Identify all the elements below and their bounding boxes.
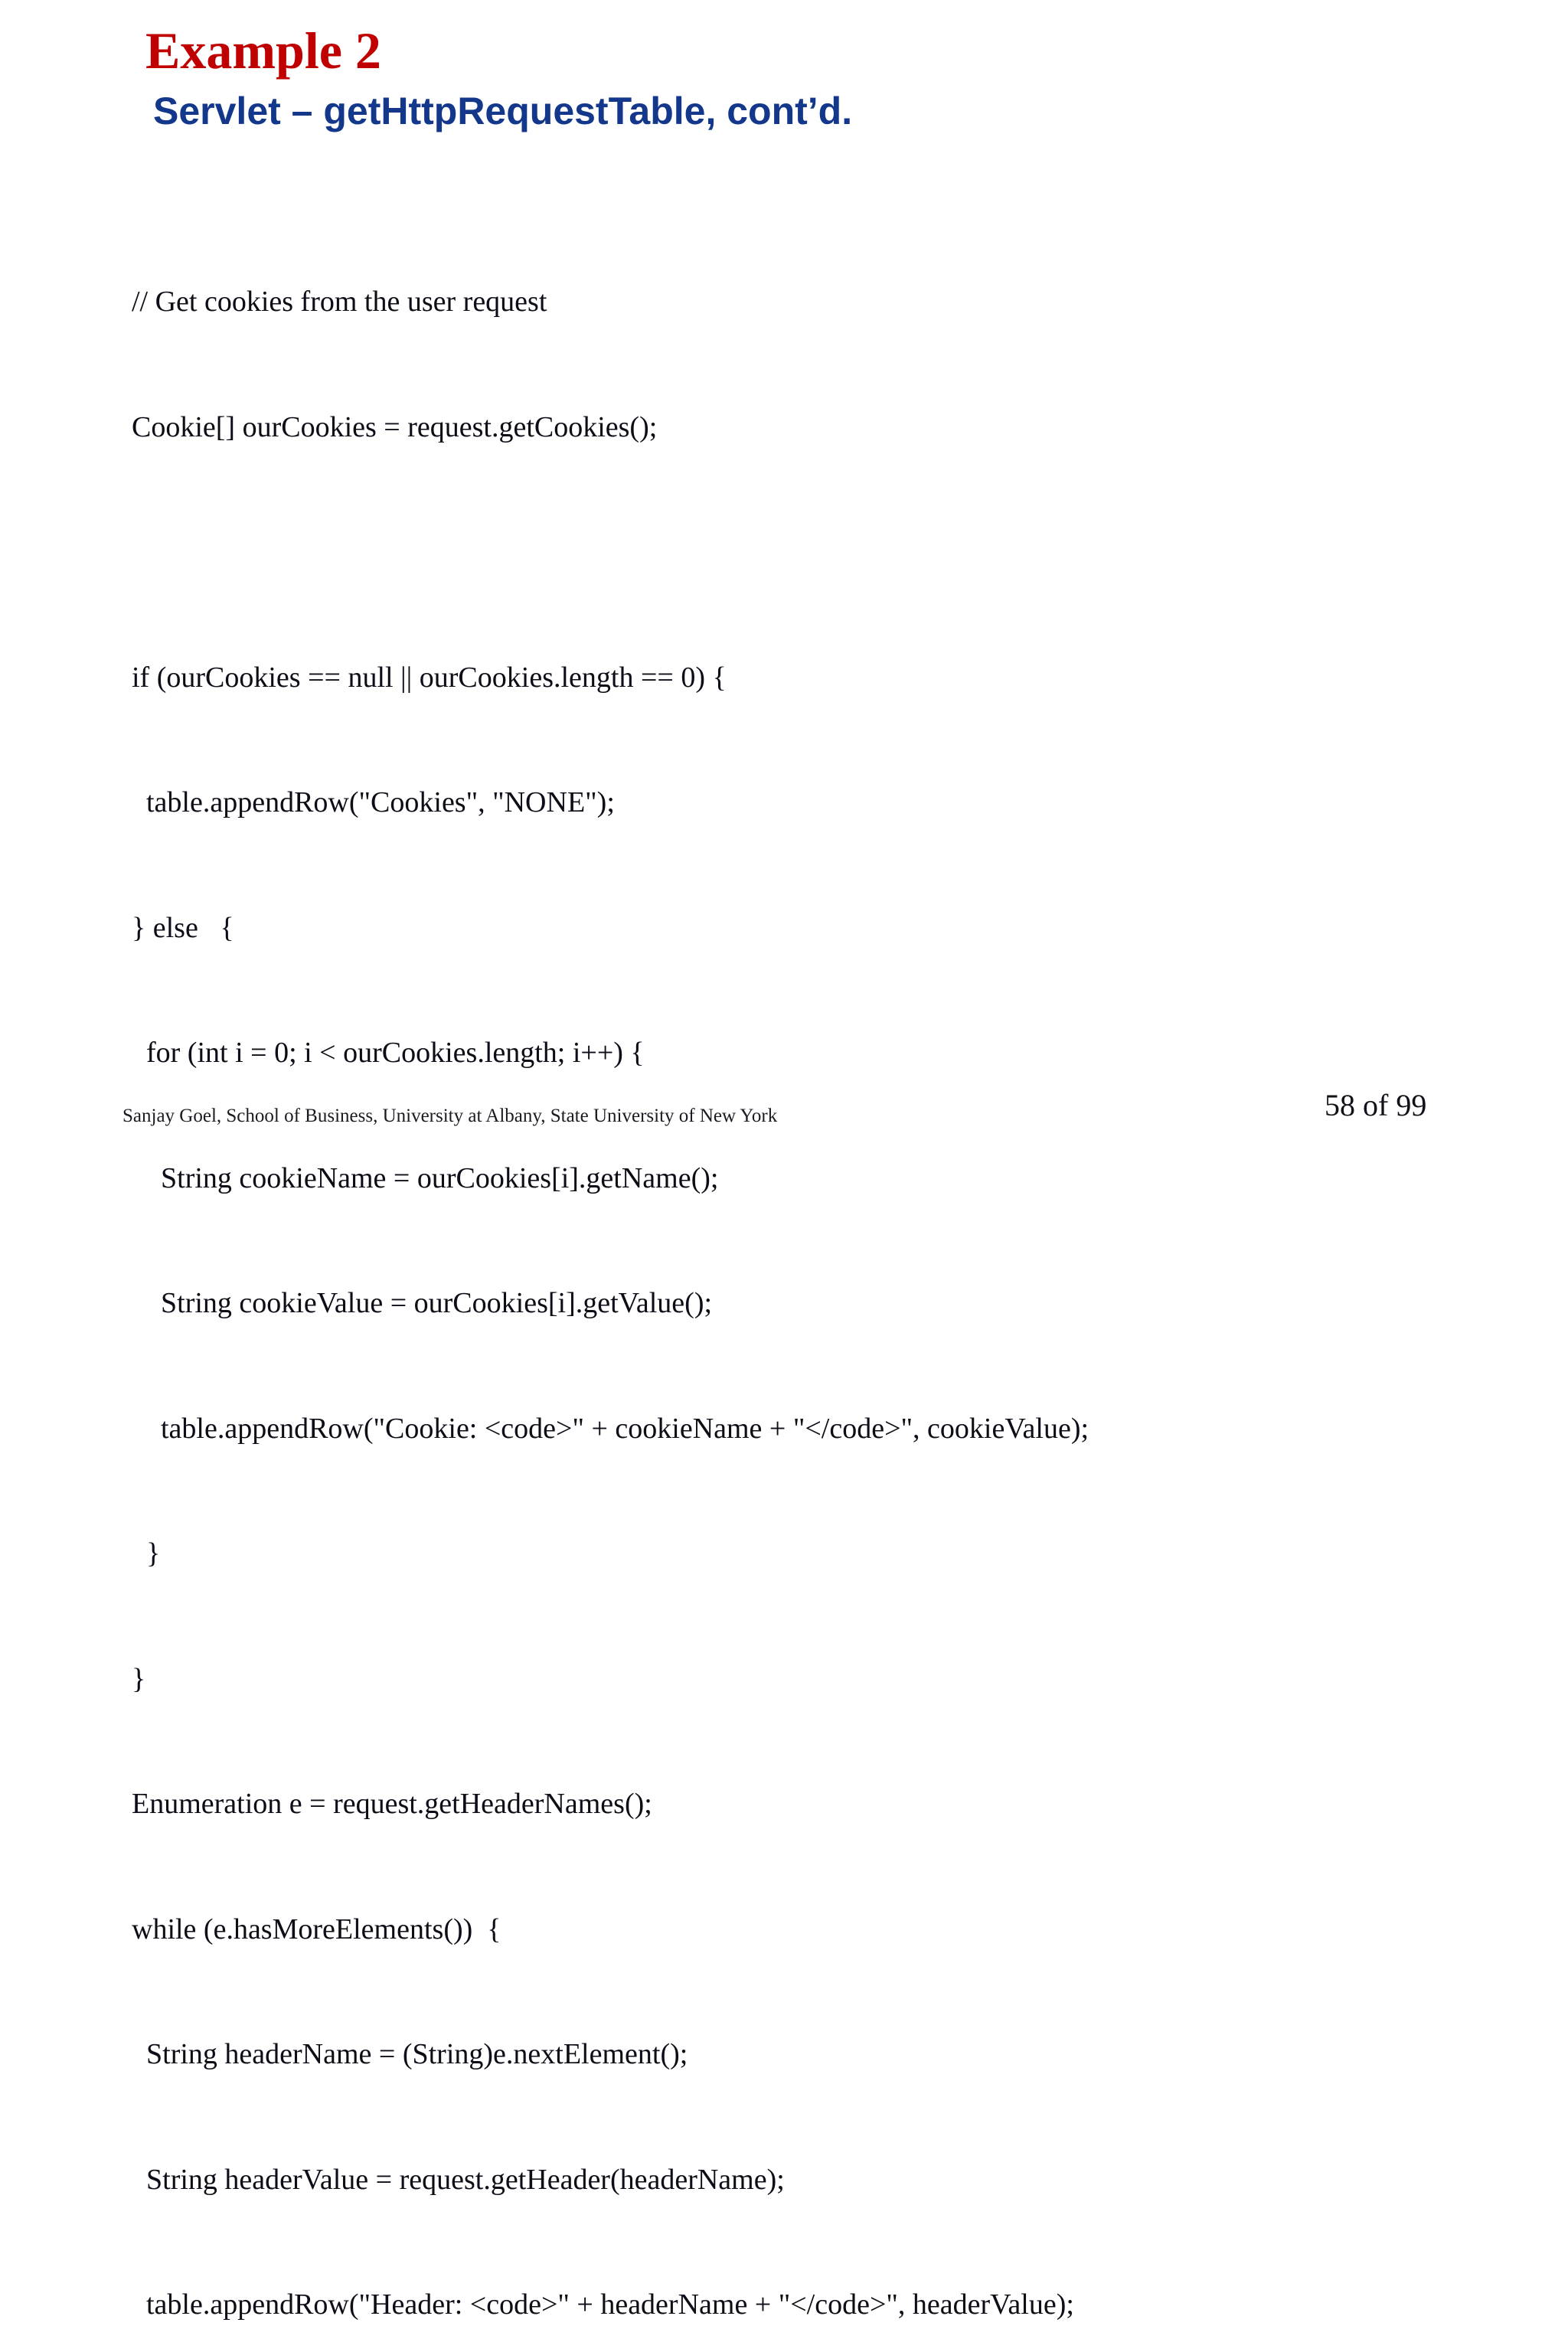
code-line: }	[132, 1662, 146, 1695]
code-line: String headerValue = request.getHeader(h…	[132, 2163, 785, 2196]
code-line: String cookieName = ourCookies[i].getNam…	[132, 1161, 719, 1194]
code-line: // Get cookies from the user request	[132, 286, 547, 318]
code-line: if (ourCookies == null || ourCookies.len…	[132, 661, 727, 694]
code-line: table.appendRow("Cookie: <code>" + cooki…	[132, 1412, 1089, 1445]
code-listing: // Get cookies from the user request Coo…	[132, 198, 1510, 2352]
page-number: 58 of 99	[1325, 1088, 1427, 1122]
code-line: table.appendRow("Cookies", "NONE");	[132, 786, 615, 818]
page-title: Example 2	[145, 21, 381, 80]
code-line: while (e.hasMoreElements()) {	[132, 1913, 501, 1945]
title-block: Example 2 Servlet – getHttpRequestTable,…	[145, 24, 1447, 132]
code-line: Cookie[] ourCookies = request.getCookies…	[132, 410, 658, 443]
footer-credit: Sanjay Goel, School of Business, Univers…	[122, 1106, 778, 1126]
code-line: }	[132, 1537, 161, 1570]
slide-canvas: Example 2 Servlet – getHttpRequestTable,…	[122, 24, 1447, 2321]
code-line: String headerName = (String)e.nextElemen…	[132, 2038, 688, 2070]
code-line: } else {	[132, 911, 234, 944]
code-line-blank	[132, 531, 1510, 573]
code-line: Enumeration e = request.getHeaderNames()…	[132, 1788, 652, 1820]
page-subtitle: Servlet – getHttpRequestTable, cont’d.	[153, 90, 853, 133]
code-line: for (int i = 0; i < ourCookies.length; i…	[132, 1037, 645, 1069]
code-line: String cookieValue = ourCookies[i].getVa…	[132, 1287, 713, 1319]
code-line: table.appendRow("Header: <code>" + heade…	[132, 2288, 1074, 2321]
